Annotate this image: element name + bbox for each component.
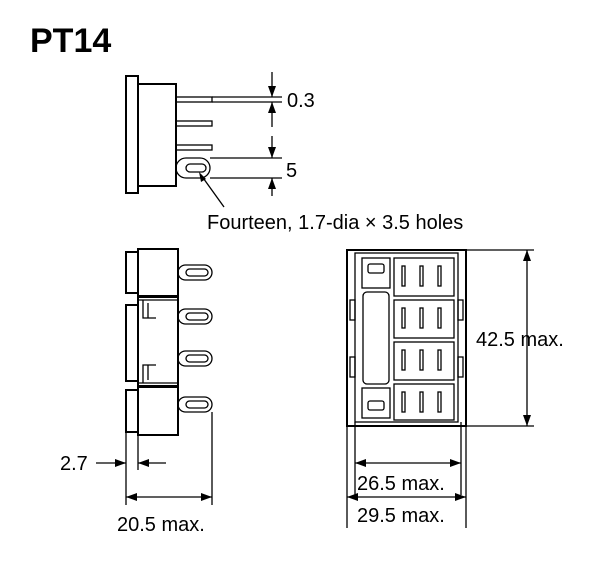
top-side-view: 0.3 5 Fourteen, 1.7-dia × 3.5 holes — [125, 72, 463, 234]
top-view-flange — [125, 75, 139, 194]
dim-pin-pitch: 5 — [210, 136, 297, 196]
pin — [175, 144, 213, 151]
contact-row — [393, 383, 455, 421]
dim-inner-width: 26.5 max. — [355, 459, 461, 495]
dim-pin-thickness-label: 0.3 — [287, 90, 315, 112]
front-inner-frame — [354, 252, 459, 423]
side-middle-block — [137, 296, 179, 387]
pin — [175, 120, 213, 127]
side-upper-flange — [125, 251, 139, 294]
contact-row — [393, 257, 455, 297]
dim-outer-width-label: 29.5 max. — [357, 505, 445, 527]
holes-leader: Fourteen, 1.7-dia × 3.5 holes — [199, 172, 463, 234]
lower-lever — [361, 387, 391, 419]
dim-height: 42.5 max. — [466, 249, 564, 427]
pin — [175, 96, 213, 103]
dim-offset: 2.7 — [60, 453, 166, 475]
holes-note: Fourteen, 1.7-dia × 3.5 holes — [207, 212, 463, 234]
pin-with-hole — [175, 157, 211, 179]
upper-lever — [361, 257, 391, 289]
dim-pin-thickness: 0.3 — [212, 72, 315, 127]
side-upper-block — [137, 248, 179, 297]
left-side-view: 2.7 20.5 max. — [60, 248, 213, 536]
dim-pin-pitch-label: 5 — [286, 160, 297, 182]
dim-outer-width: 29.5 max. — [347, 493, 466, 527]
side-lower-flange — [125, 389, 139, 433]
dim-depth: 20.5 max. — [117, 493, 212, 536]
top-view-body — [137, 83, 177, 187]
contact-row — [393, 299, 455, 339]
side-view-pins — [177, 264, 213, 413]
side-lower-block — [137, 386, 179, 436]
top-view-pins — [175, 96, 213, 179]
contact-rows — [393, 257, 455, 421]
dim-height-label: 42.5 max. — [476, 329, 564, 351]
front-view: 42.5 max. 26.5 max. 29.5 max. — [346, 249, 564, 528]
dim-depth-label: 20.5 max. — [117, 514, 205, 536]
latch-upper — [142, 300, 156, 319]
side-middle-flange — [125, 304, 139, 382]
part-title: PT14 — [30, 22, 111, 60]
latch-lower — [142, 364, 156, 383]
dim-offset-label: 2.7 — [60, 453, 88, 475]
dim-inner-width-label: 26.5 max. — [357, 473, 445, 495]
pin-hole — [185, 163, 207, 173]
contact-row — [393, 341, 455, 381]
center-slot — [362, 291, 390, 385]
